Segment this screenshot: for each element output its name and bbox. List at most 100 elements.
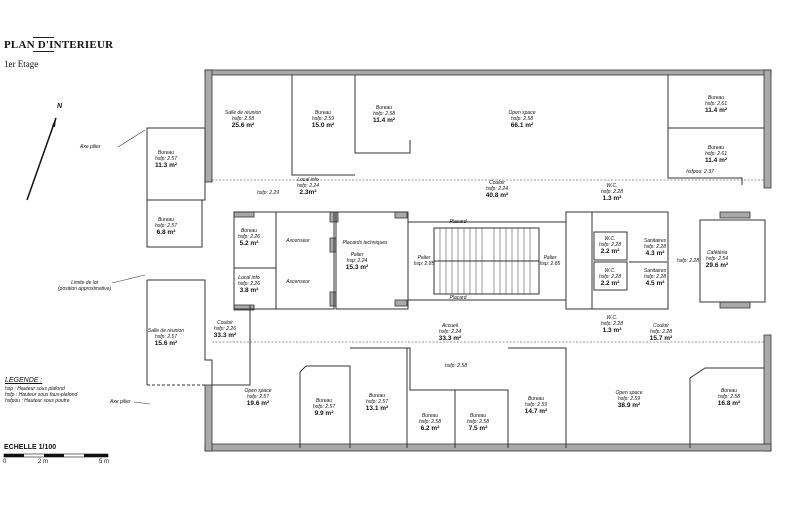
room-name: Couloir [217,320,233,326]
room-area: 1.3 m² [602,327,622,334]
room-height: hsfp: 2.24 [439,329,461,335]
room-area: 19.6 m² [246,400,270,407]
room-area: 3.8 m² [239,287,259,294]
room-area: 2.2 m² [600,280,620,287]
room-label: hsfp: 2.28 [677,258,699,264]
room-height: hsfp: 2.58 [467,419,489,425]
room-area: 6.8 m² [156,229,176,236]
room-height: hsfp: 2.28 [599,242,621,248]
room-name: Bureau [469,413,487,419]
room-area: 11.3 m² [154,162,178,169]
room-name: Bureau [527,396,545,402]
room-name: Placards techniques [342,240,388,246]
room-label: Placards techniques [342,240,387,246]
room-name: Couloir [489,180,505,186]
room-name: Salle de réunion [147,328,185,334]
room-area: 14.7 m² [524,408,548,415]
note-axe-pilier: Axe pilier [110,399,131,405]
room-area: 4.3 m² [645,250,665,257]
note-leaders [111,129,151,405]
room-name: Bureau [157,217,175,223]
room-height: hsfp: 2.57 [247,394,269,400]
room-height: hsfp: 2.57 [155,223,177,229]
room-name: Bureau [368,393,386,399]
room-area: 2.3m² [299,189,317,196]
room-height: hsfpou: 2.37 [686,169,714,175]
room-area: 33.3 m² [213,332,237,339]
room-area: 66.1 m² [510,122,534,129]
room-height: hsfp: 2.24 [486,186,508,192]
room-name: Bureau [707,145,725,151]
room-height: hsfp: 2.58 [419,419,441,425]
room-name: Sanitaires [643,268,667,274]
room-height: hsfp: 2.28 [644,244,666,250]
room-name: Cafétéria [706,250,728,256]
north-label: N [57,103,63,110]
room-height: hsfp: 2.61 [705,151,727,157]
room-area: 4.5 m² [645,280,665,287]
room-name: Bureau [707,95,725,101]
wall-right-top [763,69,772,189]
room-area: 6.2 m² [420,425,440,432]
room-height: hsfp: 2.29 [257,190,279,196]
room-label: Placard [450,219,467,225]
room-label: hsfpou: 2.37 [686,169,714,175]
room-height: hsfp: 2.28 [601,321,623,327]
room-area: 11.4 m² [704,157,728,164]
room-area: 25.6 m² [231,122,255,129]
room-name: Bureau [421,413,439,419]
room-area: 15.0 m² [311,122,335,129]
wall-right-bottom [763,334,772,452]
legend: LEGENDE : hsp : Hauteur sous plafond hsf… [5,377,77,404]
room-height: hsfp: 2.26 [238,234,260,240]
scale-title: ECHELLE 1/100 [4,444,57,451]
room-height: hsp: 2.85 [539,261,561,267]
room-name: Local info [238,275,260,281]
room-name: Placard [449,219,467,225]
room-name: W.C. [604,268,616,274]
legend-item: hsp : Hauteur sous plafond [5,386,65,392]
room-name: Bureau [315,398,333,404]
walls [204,69,772,452]
room-height: hsfp: 2.54 [706,256,728,262]
room-area: 29.6 m² [705,262,729,269]
room-height: hsfp: 2.61 [705,101,727,107]
room-name: Couloir [653,323,669,329]
room-area: 2.2 m² [600,248,620,255]
room-area: 15.6 m² [154,340,178,347]
room-area: 7.5 m² [468,425,488,432]
room-name: Sanitaires [643,238,667,244]
room-area: 33.3 m² [438,335,462,342]
room-area: 15.7 m² [649,335,673,342]
room-area: 11.4 m² [372,117,396,124]
room-name: Bureau [375,105,393,111]
north-arrow-icon [26,117,57,201]
room-height: hsfp: 2.58 [511,116,533,122]
note-axe-pilier: Axe pilier [80,144,101,150]
wall-top [204,69,772,76]
room-height: hsfp: 2.59 [525,402,547,408]
room-height: hsfp: 2.59 [618,396,640,402]
room-name: Open space [615,390,643,396]
room-area: 9.9 m² [314,410,334,417]
